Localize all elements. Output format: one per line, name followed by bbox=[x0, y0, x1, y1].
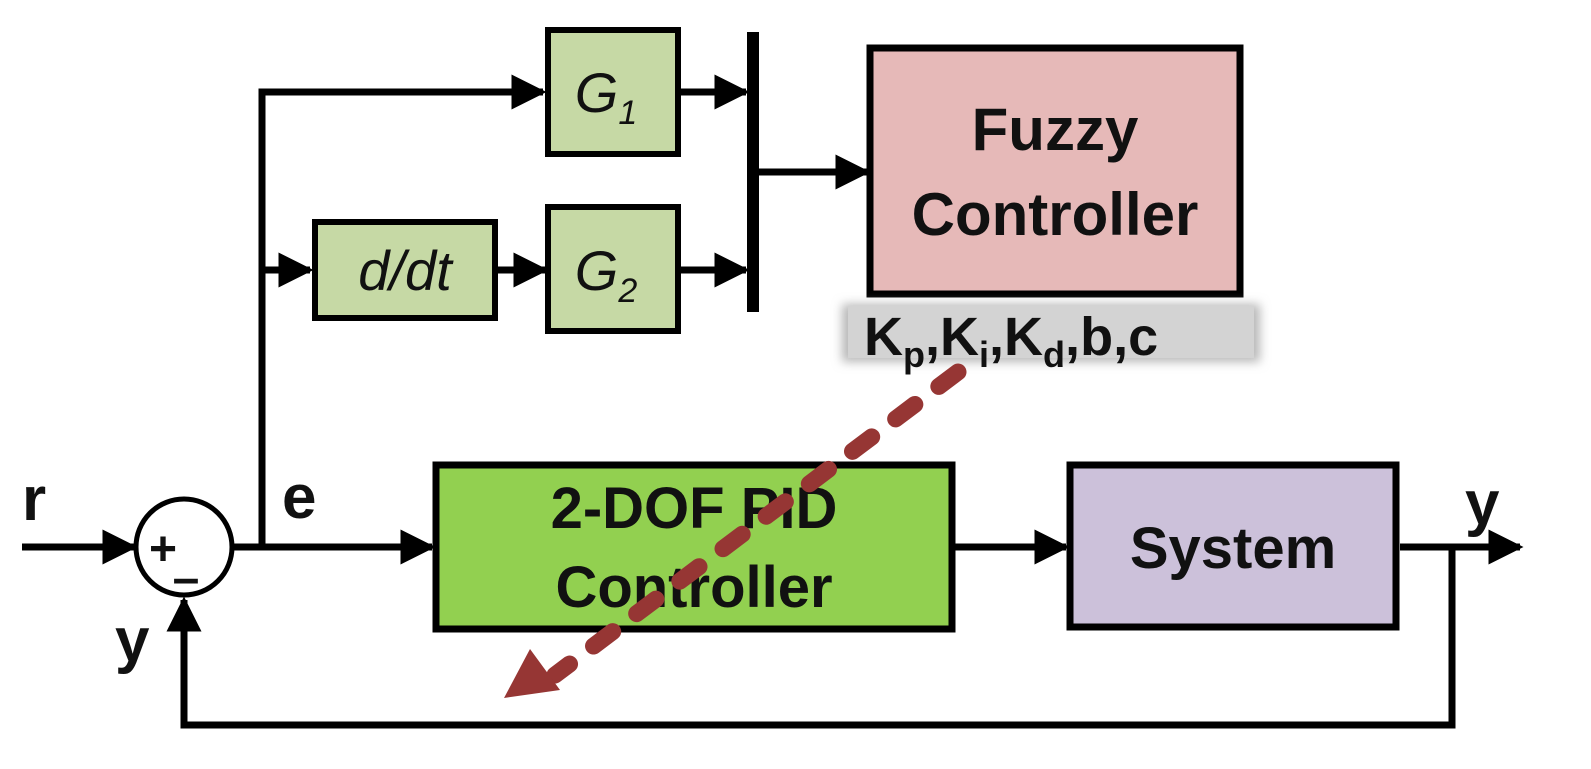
branch-line bbox=[258, 74, 547, 547]
parameter-label: Kp,Ki,Kd,b,c bbox=[864, 307, 1158, 375]
feedback-line bbox=[166, 547, 1456, 729]
mux-bar bbox=[747, 32, 759, 312]
pid-label-line1: 2-DOF PID bbox=[551, 476, 838, 541]
g2-block[interactable]: G2 bbox=[545, 204, 681, 334]
signal-lines bbox=[22, 74, 1524, 729]
signal-r-label: r bbox=[22, 465, 46, 534]
fuzzy-label-line2: Controller bbox=[912, 181, 1199, 248]
system-block[interactable]: System bbox=[1066, 461, 1400, 631]
derivative-label: d/dt bbox=[358, 239, 454, 302]
minus-sign: – bbox=[173, 552, 200, 605]
g1-label: G1 bbox=[575, 61, 637, 132]
system-label: System bbox=[1130, 516, 1336, 581]
parameter-background bbox=[848, 306, 1254, 358]
plus-sign: + bbox=[149, 523, 177, 576]
pid-controller-block[interactable]: 2-DOF PID Controller bbox=[432, 461, 956, 633]
summing-junction: + – bbox=[133, 496, 235, 605]
signal-y-output-label: y bbox=[1465, 469, 1500, 538]
derivative-block[interactable]: d/dt bbox=[312, 219, 498, 321]
fuzzy-label-line1: Fuzzy bbox=[972, 96, 1139, 163]
fuzzy-controller-block[interactable]: Fuzzy Controller bbox=[866, 44, 1244, 298]
signal-y-feedback-label: y bbox=[115, 606, 150, 675]
signal-e-label: e bbox=[282, 463, 316, 532]
tuning-arrow-line bbox=[546, 363, 967, 684]
g1-block[interactable]: G1 bbox=[545, 27, 681, 157]
tuning-arrowhead bbox=[504, 649, 560, 698]
g2-label: G2 bbox=[575, 239, 638, 310]
